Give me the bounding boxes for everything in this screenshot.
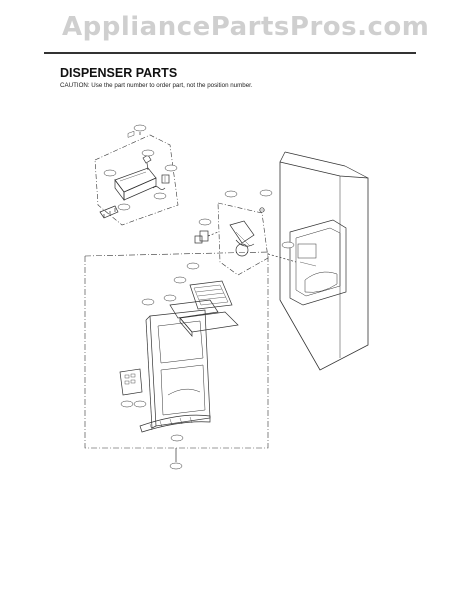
actuator-lever-part bbox=[229, 220, 255, 257]
switch-part bbox=[161, 174, 170, 184]
header-rule bbox=[44, 52, 416, 54]
position-tag bbox=[117, 203, 131, 211]
solenoid-part bbox=[194, 230, 219, 244]
dispenser-cover-part bbox=[145, 309, 211, 429]
connector-part bbox=[142, 154, 152, 171]
position-tag bbox=[281, 241, 295, 249]
door-dispenser-recess bbox=[289, 219, 347, 306]
actuator-module-group bbox=[217, 202, 269, 276]
position-tag bbox=[133, 400, 147, 408]
position-tag bbox=[133, 124, 147, 132]
upper-module-group bbox=[94, 130, 179, 226]
position-tag bbox=[103, 169, 117, 177]
position-tags bbox=[103, 124, 295, 470]
inner-frame-part bbox=[169, 299, 219, 319]
frame-plate-part bbox=[179, 311, 239, 337]
page-title: DISPENSER PARTS bbox=[60, 66, 178, 80]
spring-clip-part bbox=[152, 186, 166, 190]
position-tag bbox=[153, 192, 167, 200]
control-board-part bbox=[119, 368, 143, 396]
bracket-part bbox=[99, 205, 119, 219]
drip-tray-part bbox=[139, 414, 211, 433]
caution-note: CAUTION: Use the part number to order pa… bbox=[60, 82, 253, 89]
position-tag bbox=[164, 164, 178, 172]
dispenser-assembly-group bbox=[84, 251, 269, 462]
refrigerator-door bbox=[267, 151, 369, 371]
site-watermark: AppliancePartsPros.com bbox=[62, 12, 430, 42]
position-tag bbox=[198, 218, 212, 226]
position-tag bbox=[169, 462, 183, 470]
position-tag bbox=[141, 149, 155, 157]
grille-panel-part bbox=[189, 280, 233, 310]
screw-part bbox=[259, 207, 265, 213]
position-tag bbox=[163, 294, 177, 302]
position-tag bbox=[170, 434, 184, 442]
position-tag bbox=[141, 298, 155, 306]
upper-housing-part bbox=[114, 130, 157, 202]
position-tag bbox=[224, 190, 238, 198]
position-tag bbox=[120, 400, 134, 408]
position-tag bbox=[186, 262, 200, 270]
position-tag bbox=[259, 189, 273, 197]
position-tag bbox=[173, 276, 187, 284]
